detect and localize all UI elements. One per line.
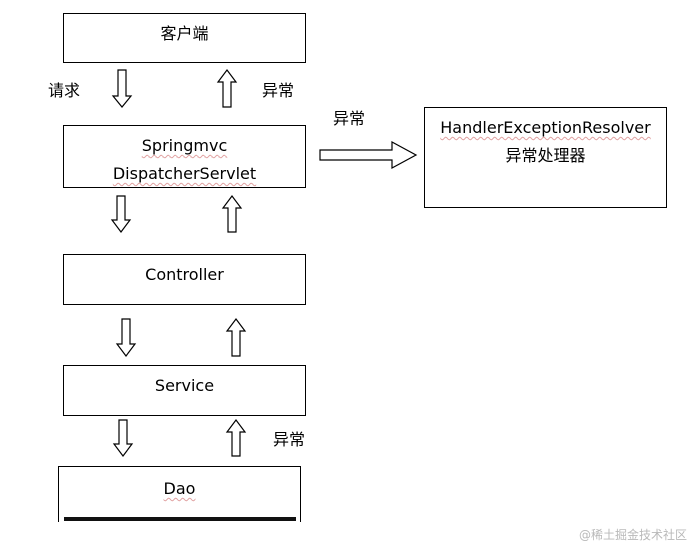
exception-label-top: 异常 (262, 81, 295, 100)
dispatcherservlet-text: DispatcherServlet (112, 164, 257, 183)
resolver-label-line1: HandlerExceptionResolver (425, 120, 666, 136)
controller-box: Controller (63, 254, 306, 305)
right-arrow (319, 140, 418, 170)
watermark: @稀土掘金技术社区 (578, 528, 687, 542)
client-label: 客户端 (160, 24, 209, 43)
up-arrow-3 (225, 318, 247, 357)
up-arrow-2 (221, 195, 243, 233)
client-box: 客户端 (63, 13, 306, 63)
resolver-label-line2: 异常处理器 (505, 146, 586, 165)
down-arrow-2 (110, 195, 132, 233)
dispatcher-label-line2: DispatcherServlet (64, 166, 305, 182)
exception-label-bottom: 异常 (273, 430, 306, 449)
dispatcher-label-line1: Springmvc (64, 138, 305, 154)
down-arrow-1 (111, 69, 133, 108)
service-label: Service (154, 376, 215, 395)
down-arrow-4 (112, 419, 134, 457)
up-arrow-1 (216, 69, 238, 108)
up-arrow-4 (225, 419, 247, 457)
service-box: Service (63, 365, 306, 416)
handler-exception-resolver-text: HandlerExceptionResolver (440, 118, 651, 137)
dispatcher-servlet-box: Springmvc DispatcherServlet (63, 125, 306, 188)
controller-label: Controller (145, 265, 224, 284)
request-label: 请求 (48, 81, 81, 100)
dao-label: Dao (59, 481, 300, 497)
down-arrow-3 (115, 318, 137, 357)
dao-box: Dao (58, 466, 301, 522)
exception-label-right: 异常 (333, 109, 366, 128)
dao-bottom-edge (64, 517, 296, 521)
dao-text: Dao (163, 479, 196, 498)
springmvc-text: Springmvc (141, 136, 228, 155)
exception-resolver-box: HandlerExceptionResolver 异常处理器 (424, 107, 667, 208)
